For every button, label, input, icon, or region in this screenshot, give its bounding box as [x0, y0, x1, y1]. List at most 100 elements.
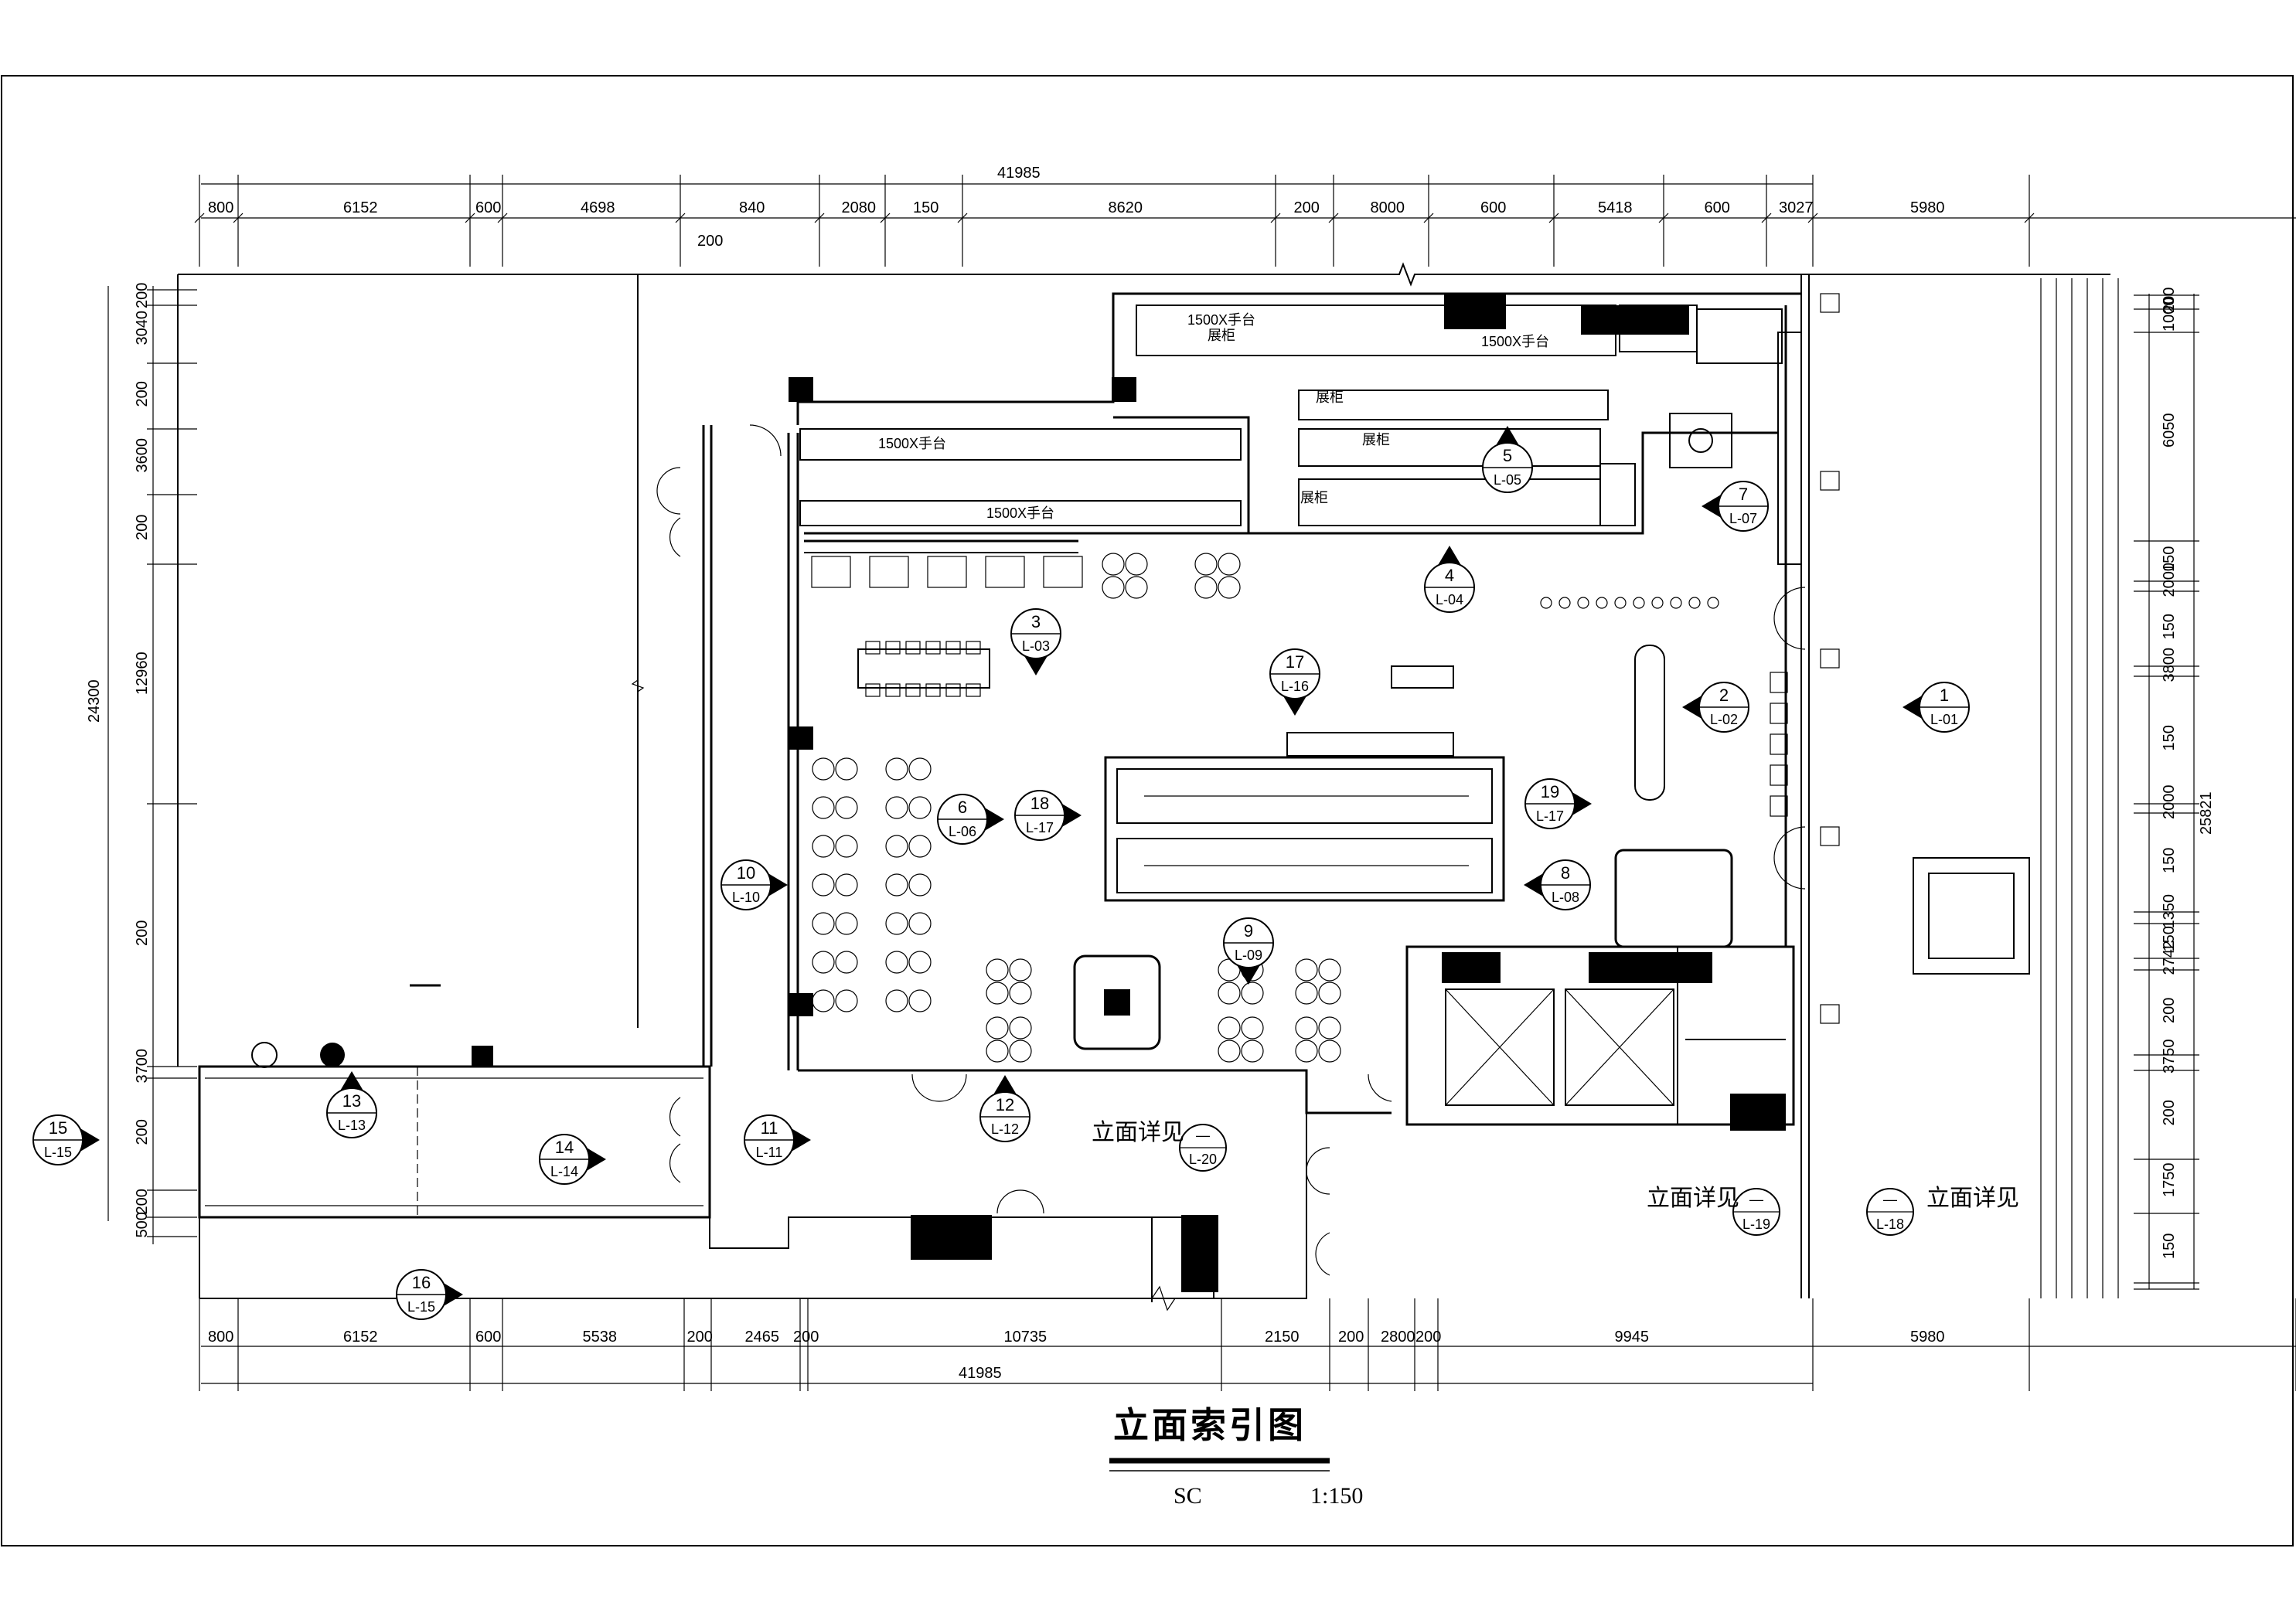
- bottom-dimension: 6152: [343, 1329, 378, 1346]
- chair: [885, 796, 908, 819]
- bottom-dimension: 2800: [1381, 1329, 1415, 1346]
- chair: [1241, 982, 1264, 1005]
- chair: [986, 982, 1009, 1005]
- plant: [1614, 597, 1627, 609]
- column: [1181, 1215, 1218, 1292]
- seat: [865, 683, 881, 697]
- top-dimension: 600: [475, 199, 501, 216]
- dimension-tick-mark: [2024, 213, 2035, 223]
- plant: [1707, 597, 1719, 609]
- right-dimension: 2000: [2161, 785, 2178, 820]
- elevation-tag-8: 8L-08: [1524, 859, 1591, 910]
- right-dimension: 150: [2161, 614, 2178, 639]
- tag-number: 9: [1244, 921, 1253, 941]
- top-dimension: 800: [208, 199, 233, 216]
- kitchen-counters: 1500X手台 1500X手台 1500X手台 1500X手台 展柜 展柜 展柜…: [799, 305, 1802, 565]
- right-dimension: 6050: [2161, 413, 2178, 448]
- chair: [1102, 553, 1125, 576]
- top-dimension: 4698: [581, 199, 615, 216]
- chair: [1009, 1039, 1032, 1063]
- column: [1112, 377, 1136, 402]
- furniture: [804, 293, 2030, 1063]
- counter-label: 展柜: [1208, 328, 1235, 343]
- tag-number: 14: [555, 1138, 574, 1157]
- dimension-tick-mark: [957, 213, 968, 223]
- detail-ref-num: —: [1196, 1128, 1210, 1143]
- elevation-tag-5: 5L-05: [1482, 426, 1533, 493]
- bar-stool: [927, 556, 967, 588]
- chair: [908, 951, 932, 974]
- elevation-tag-18: 18L-17: [1014, 790, 1082, 841]
- bar-seat: [1770, 733, 1788, 755]
- sheet-border: [1, 75, 2294, 1546]
- column: [789, 726, 813, 750]
- right-dimension: 200: [2161, 998, 2178, 1023]
- chair: [812, 951, 835, 974]
- tag-number: 11: [761, 1118, 778, 1138]
- bottom-dimension: 5538: [583, 1329, 618, 1346]
- elevation-tag-3: 3L-03: [1010, 608, 1061, 675]
- right-dimension: 150: [2161, 926, 2178, 951]
- tag-number: 15: [49, 1118, 67, 1138]
- chair: [1218, 1016, 1241, 1039]
- top-dimension: 3027: [1779, 199, 1814, 216]
- chair: [835, 951, 858, 974]
- tag-sheet: L-11: [756, 1145, 783, 1160]
- planter: [1820, 1004, 1840, 1024]
- chair: [835, 796, 858, 819]
- column-round: [251, 1042, 278, 1068]
- column: [911, 1215, 992, 1260]
- detail-ref-text: 立面详见: [1647, 1185, 1739, 1212]
- tag-sheet: L-16: [1281, 679, 1309, 694]
- tag-number: 6: [958, 798, 967, 817]
- overall-dimension-bottom: 41985: [959, 1365, 1002, 1382]
- chair: [885, 757, 908, 781]
- chair: [1218, 982, 1241, 1005]
- chair: [885, 912, 908, 935]
- counter-label: 展柜: [1316, 390, 1344, 405]
- elevation-tag-2: 2L-02: [1682, 682, 1749, 733]
- drawing-title-block: 立面索引图 SC 1:150: [1109, 1404, 1363, 1509]
- right-dimension: 150: [2161, 546, 2178, 572]
- chair: [986, 1039, 1009, 1063]
- column: [1442, 952, 1501, 983]
- tag-sheet: L-04: [1436, 592, 1463, 607]
- tag-sheet: L-01: [1930, 712, 1958, 727]
- top-dimension: 5980: [1910, 199, 1945, 216]
- seat: [945, 641, 961, 655]
- elevation-tag-19: 19L-17: [1524, 778, 1592, 829]
- chair: [1102, 576, 1125, 599]
- elevation-tag-15: 15L-15: [32, 1114, 100, 1165]
- seat: [966, 641, 981, 655]
- tag-sheet: L-17: [1536, 808, 1564, 824]
- chair: [908, 835, 932, 858]
- chair: [1125, 576, 1148, 599]
- counter-label: 1500X手台: [1187, 312, 1255, 328]
- dimension-tick-mark: [497, 213, 508, 223]
- right-dimension: 200: [2161, 1100, 2178, 1125]
- chair: [835, 989, 858, 1012]
- tag-sheet: L-15: [44, 1145, 72, 1160]
- chair: [1318, 982, 1341, 1005]
- left-dimension-chain: 24300 2003040200360020012960200370020020…: [86, 283, 197, 1244]
- left-dimension: 200: [134, 920, 151, 946]
- chair: [835, 912, 858, 935]
- bar-seat: [1770, 795, 1788, 817]
- tag-number: 7: [1739, 485, 1748, 504]
- chair: [1241, 1016, 1264, 1039]
- detail-ref-num: —: [1883, 1192, 1897, 1207]
- chair: [835, 873, 858, 897]
- detail-ref-sheet: L-18: [1876, 1216, 1904, 1232]
- dimension-tick-mark: [1328, 213, 1339, 223]
- right-dimension: 1750: [2161, 1163, 2178, 1198]
- elevation-tags: 1L-012L-023L-034L-045L-056L-067L-078L-08…: [32, 426, 1970, 1320]
- chair: [1318, 958, 1341, 982]
- drawing-title: 立面索引图: [1113, 1404, 1306, 1446]
- tag-sheet: L-05: [1494, 472, 1521, 488]
- scale-ratio: 1:150: [1310, 1483, 1363, 1509]
- bar-stool: [869, 556, 909, 588]
- bottom-dimension: 200: [793, 1329, 819, 1346]
- chair: [885, 835, 908, 858]
- overall-dimension-right: 25821: [2198, 791, 2215, 835]
